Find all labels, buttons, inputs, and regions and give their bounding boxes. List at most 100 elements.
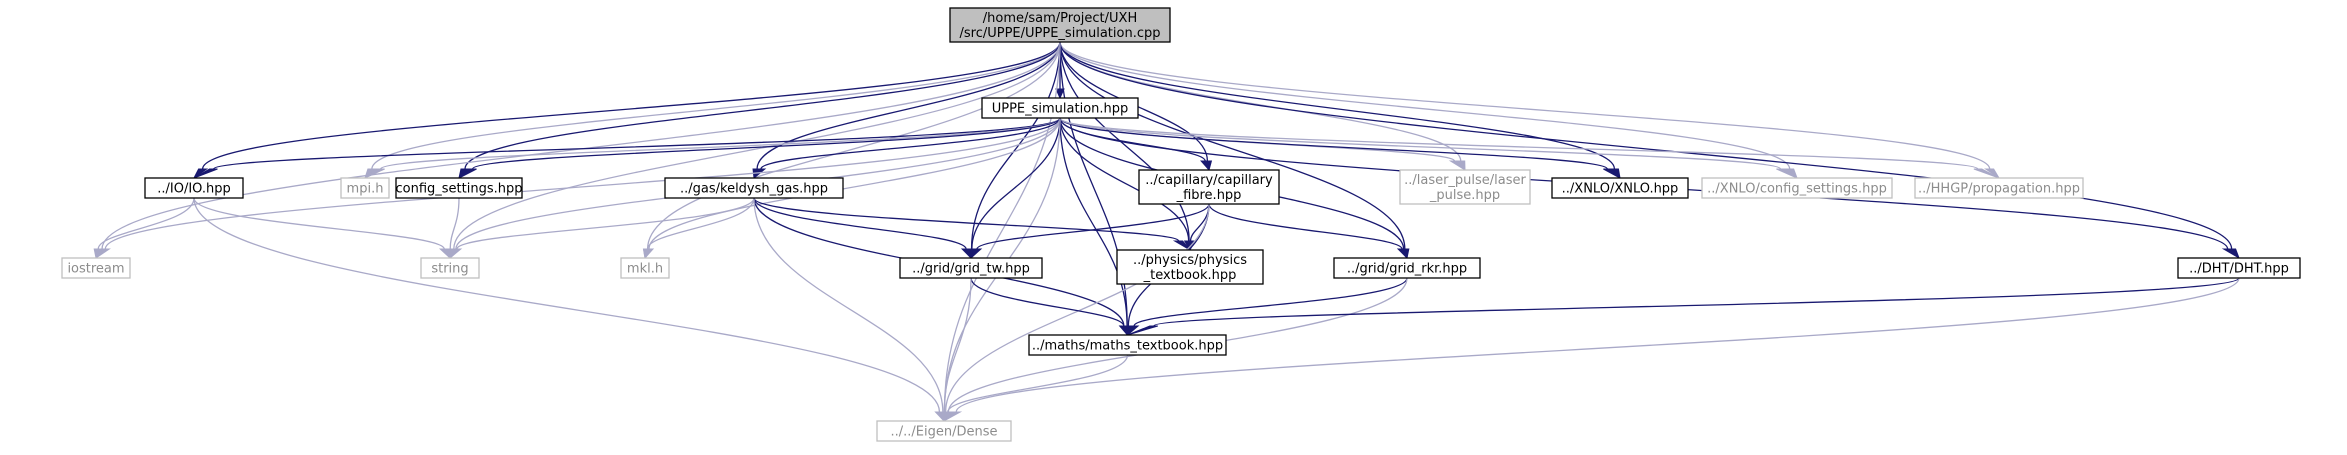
edge-arrowhead (1127, 325, 1158, 336)
node-box (981, 97, 1139, 119)
node-label-line: _textbook.hpp (1143, 268, 1237, 283)
node-label-line: /home/sam/Project/UXH (983, 11, 1137, 26)
edge-root-to-grid_rkr (1059, 41, 1410, 260)
edge-io-to-string (193, 197, 451, 260)
node-box (899, 257, 1043, 279)
node-uppe-hpp[interactable]: UPPE_simulation.hpp (981, 97, 1139, 119)
node-box (1701, 177, 1893, 199)
node-string: string (420, 257, 480, 279)
edge-uppe_hpp-to-hhgp (1059, 117, 2000, 179)
edge-line (760, 117, 1061, 170)
node-dht[interactable]: ../DHT/DHT.hpp (2177, 257, 2301, 279)
edge-uppe_hpp-to-mpi (364, 117, 1061, 179)
edge-line (1059, 117, 1609, 170)
node-box (1138, 169, 1280, 205)
node-xnlo-cfg: ../XNLO/config_settings.hpp (1701, 177, 1893, 199)
node-mkl: mkl.h (620, 257, 670, 279)
node-box (395, 177, 523, 199)
edge-keldysh-to-string (449, 197, 755, 260)
node-capillary[interactable]: ../capillary/capillary_fibre.hpp (1138, 169, 1280, 205)
node-mpi: mpi.h (340, 177, 390, 199)
edge-line (1059, 117, 1979, 170)
node-laser: ../laser_pulse/laser_pulse.hpp (1399, 169, 1531, 205)
edge-line (970, 41, 1061, 250)
edge-line (193, 197, 445, 250)
node-label-line: mkl.h (627, 262, 663, 277)
edge-line (756, 41, 1061, 170)
edge-arrowhead (1396, 248, 1408, 260)
node-label-line: iostream (67, 262, 124, 277)
node-label-line: ../grid/grid_rkr.hpp (1347, 262, 1467, 277)
edge-capillary-to-grid_rkr (1208, 203, 1408, 260)
edge-line (97, 197, 195, 250)
node-label-line: UPPE_simulation.hpp (992, 102, 1129, 117)
edge-keldysh-to-physics (753, 197, 1191, 251)
edge-line (101, 41, 1061, 250)
node-label-line: ../grid/grid_tw.hpp (912, 262, 1030, 277)
node-label-line: ../HHGP/propagation.hpp (1918, 182, 2080, 197)
node-box (664, 177, 844, 199)
edge-line (753, 197, 967, 250)
edge-capillary-to-eigen (941, 203, 1210, 423)
edge-arrowhead (642, 248, 653, 260)
node-iostream: iostream (61, 257, 131, 279)
edge-line (104, 117, 1061, 250)
node-box (876, 420, 1012, 442)
node-label-line: ../IO/IO.hpp (157, 182, 231, 197)
node-eigen: ../../Eigen/Dense (876, 420, 1012, 442)
node-label-line: string (431, 262, 468, 277)
edge-line (1059, 117, 1128, 327)
edge-arrowhead (1776, 168, 1798, 179)
node-box (340, 177, 390, 199)
node-io[interactable]: ../IO/IO.hpp (144, 177, 244, 199)
node-maths[interactable]: ../maths/maths_textbook.hpp (1028, 334, 1227, 356)
edge-uppe_hpp-to-xnlo_cfg (1059, 117, 1798, 179)
edge-arrowhead (458, 168, 477, 179)
node-label-line: ../capillary/capillary (1145, 173, 1273, 188)
node-keldysh[interactable]: ../gas/keldysh_gas.hpp (664, 177, 844, 199)
node-label-line: ../gas/keldysh_gas.hpp (680, 182, 828, 197)
node-box (2177, 257, 2301, 279)
edge-line (753, 197, 1180, 242)
node-label-line: ../laser_pulse/laser (1404, 173, 1526, 188)
node-box (949, 7, 1171, 43)
node-label-line: ../DHT/DHT.hpp (2189, 262, 2289, 277)
node-label-line: ../XNLO/XNLO.hpp (1562, 182, 1679, 197)
edge-arrowhead (1200, 160, 1210, 172)
nodes-layer: /home/sam/Project/UXH/src/UPPE/UPPE_simu… (61, 7, 2301, 442)
edge-arrowhead (93, 248, 104, 260)
edge-line (449, 197, 460, 250)
edge-arrowhead (1172, 240, 1191, 251)
edge-arrowhead (1118, 325, 1129, 337)
edge-line (753, 197, 944, 413)
node-config[interactable]: config_settings.hpp (395, 177, 523, 199)
edge-arrowhead (1126, 325, 1140, 337)
edge-line (453, 41, 1061, 250)
edge-arrowhead (449, 248, 463, 260)
node-label-line: mpi.h (347, 182, 384, 197)
edge-line (379, 117, 1061, 170)
edge-capillary-to-physics (1185, 203, 1210, 252)
node-box (1399, 169, 1531, 205)
edge-arrowhead (193, 168, 218, 179)
node-box (61, 257, 131, 279)
edge-keldysh-to-grid_tw (753, 197, 972, 260)
node-grid-tw[interactable]: ../grid/grid_tw.hpp (899, 257, 1043, 279)
node-box (1116, 249, 1264, 285)
edge-line (955, 277, 2240, 413)
node-grid-rkr[interactable]: ../grid/grid_rkr.hpp (1333, 257, 1481, 279)
node-physics[interactable]: ../physics/physics_textbook.hpp (1116, 249, 1264, 285)
edge-line (1133, 277, 1408, 327)
node-xnlo[interactable]: ../XNLO/XNLO.hpp (1551, 177, 1689, 199)
edge-keldysh-to-eigen (753, 197, 948, 423)
edge-line (471, 117, 1061, 170)
edge-uppe_hpp-to-xnlo (1059, 117, 1621, 179)
node-box (1333, 257, 1481, 279)
node-root[interactable]: /home/sam/Project/UXH/src/UPPE/UPPE_simu… (949, 7, 1171, 43)
edge-line (971, 117, 1061, 250)
edge-line (970, 277, 1125, 327)
edge-line (212, 117, 1061, 170)
edge-arrowhead (960, 248, 972, 260)
node-label-line: _pulse.hpp (1429, 188, 1500, 203)
